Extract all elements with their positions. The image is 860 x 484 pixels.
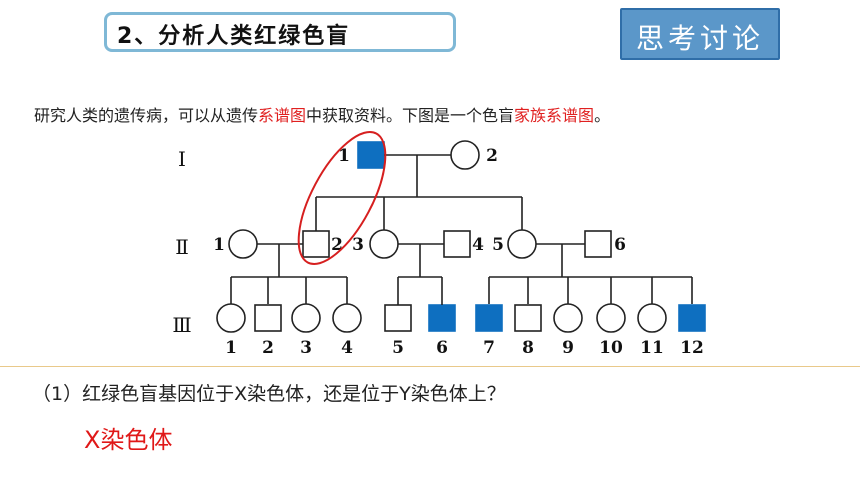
discussion-button[interactable]: 思考讨论 bbox=[620, 8, 780, 60]
gen2-individual-5-circle bbox=[507, 229, 537, 259]
gen3-label-3: 3 bbox=[300, 338, 312, 358]
question-1: （1）红绿色盲基因位于X染色体，还是位于Y染色体上？ bbox=[32, 383, 506, 405]
generation-label-1: Ⅰ bbox=[178, 147, 186, 171]
gen3-label-11: 11 bbox=[640, 338, 664, 358]
gen2-individual-1-circle bbox=[228, 229, 258, 259]
gen3-individual-6-square bbox=[428, 304, 456, 332]
intro-part-1: 研究人类的遗传病，可以从遗传 bbox=[34, 106, 259, 125]
generation-label-3: Ⅲ bbox=[172, 313, 191, 337]
gen2-individual-3-circle bbox=[369, 229, 399, 259]
gen3-individual-12-square bbox=[678, 304, 706, 332]
gen1-individual-2-circle bbox=[450, 140, 480, 170]
section-title: 2、分析人类红绿色盲 bbox=[117, 24, 351, 49]
gen3-individual-5-square bbox=[384, 304, 412, 332]
gen3-individual-3-circle bbox=[291, 303, 321, 333]
answer-1: X染色体 bbox=[84, 426, 173, 454]
gen1-label-1: 1 bbox=[338, 146, 350, 166]
gen3-individual-2-square bbox=[254, 304, 282, 332]
gen3-label-5: 5 bbox=[392, 338, 404, 358]
intro-part-3: 。 bbox=[594, 106, 611, 125]
gen3-individual-11-circle bbox=[637, 303, 667, 333]
gen2-label-1: 1 bbox=[213, 235, 225, 255]
gen3-label-7: 7 bbox=[483, 338, 495, 358]
divider-line bbox=[0, 366, 860, 367]
gen3-individual-7-square bbox=[475, 304, 503, 332]
gen3-label-4: 4 bbox=[341, 338, 353, 358]
gen3-individual-4-circle bbox=[332, 303, 362, 333]
gen3-label-1: 1 bbox=[225, 338, 237, 358]
gen3-label-2: 2 bbox=[262, 338, 274, 358]
gen1-label-2: 2 bbox=[486, 146, 498, 166]
gen2-individual-6-square bbox=[584, 230, 612, 258]
gen2-individual-2-square bbox=[302, 230, 330, 258]
section-title-box: 2、分析人类红绿色盲 bbox=[104, 12, 456, 52]
gen3-label-8: 8 bbox=[522, 338, 534, 358]
gen3-label-6: 6 bbox=[436, 338, 448, 358]
gen3-individual-1-circle bbox=[216, 303, 246, 333]
intro-part-2: 中获取资料。下图是一个色盲 bbox=[306, 106, 515, 125]
intro-highlight-family-pedigree: 家族系谱图 bbox=[514, 106, 595, 125]
gen3-label-9: 9 bbox=[562, 338, 574, 358]
gen2-individual-4-square bbox=[443, 230, 471, 258]
gen2-label-2: 2 bbox=[331, 235, 343, 255]
gen2-label-5: 5 bbox=[492, 235, 504, 255]
gen2-label-6: 6 bbox=[614, 235, 626, 255]
gen3-label-12: 12 bbox=[680, 338, 704, 358]
gen3-label-10: 10 bbox=[599, 338, 623, 358]
gen3-individual-8-square bbox=[514, 304, 542, 332]
generation-label-2: Ⅱ bbox=[175, 235, 189, 259]
gen1-individual-1-square bbox=[357, 141, 385, 169]
gen3-individual-9-circle bbox=[553, 303, 583, 333]
gen3-individual-10-circle bbox=[596, 303, 626, 333]
gen2-label-4: 4 bbox=[472, 235, 484, 255]
highlight-ellipse bbox=[297, 131, 387, 265]
intro-text: 研究人类的遗传病，可以从遗传系谱图中获取资料。下图是一个色盲家族系谱图。 bbox=[34, 102, 610, 126]
gen2-label-3: 3 bbox=[352, 235, 364, 255]
intro-highlight-pedigree: 系谱图 bbox=[258, 106, 307, 125]
discussion-label: 思考讨论 bbox=[635, 22, 764, 55]
